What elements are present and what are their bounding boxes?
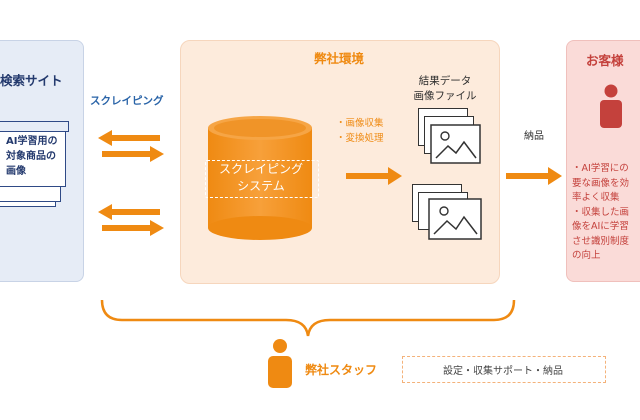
benefit-line: 像をAIに学習	[572, 221, 629, 232]
scraping-label: スクレイピング	[90, 95, 164, 107]
document-titlebar	[0, 121, 69, 132]
process-item: ・変換処理	[336, 133, 384, 144]
result-data-label: 結果データ 画像ファイル	[398, 74, 492, 104]
customer-panel	[566, 40, 640, 282]
system-label-frame	[205, 160, 319, 198]
bidirectional-arrow-icon	[98, 204, 164, 236]
image-file-icon	[430, 124, 481, 164]
benefit-line: 率よく収集	[572, 192, 620, 203]
benefit-line: ・AI学習にの	[572, 163, 629, 174]
result-label-line: 結果データ	[418, 75, 472, 87]
system-label-line: スクレイピング	[218, 162, 303, 176]
customer-benefits: ・AI学習にの 要な画像を効 率よく収集 ・収集した画 像をAIに学習 させ識別…	[572, 162, 629, 264]
company-environment-title: 弊社環境	[313, 51, 364, 66]
staff-tasks-box	[402, 356, 606, 383]
staff-label: 弊社スタッフ	[305, 363, 378, 377]
scraping-system-label: スクレイピング システム	[205, 161, 317, 195]
document-text-line: 対象商品の	[6, 151, 56, 162]
curly-brace-icon	[100, 299, 516, 337]
customer-title: お客様	[586, 53, 624, 68]
staff-tasks: 設定・収集サポート・納品	[443, 366, 563, 377]
system-label-line: システム	[237, 179, 285, 193]
process-list: ・画像収集 ・変換処理	[336, 116, 384, 146]
database-cylinder-icon	[208, 116, 312, 240]
benefit-line: の向上	[572, 250, 601, 261]
benefit-line: 要な画像を効	[572, 177, 630, 189]
right-arrow-icon	[506, 167, 562, 185]
search-site-title: 検索サイト	[0, 73, 63, 88]
benefit-line: ・収集した画	[572, 206, 630, 218]
result-label-line: 画像ファイル	[413, 90, 477, 102]
right-arrow-icon	[346, 167, 402, 185]
image-file-icon	[428, 198, 482, 240]
process-item: ・画像収集	[336, 118, 384, 129]
document-text-line: 画像	[6, 166, 26, 177]
document-text: AI学習用の 対象商品の 画像	[6, 134, 57, 179]
document-text-line: AI学習用の	[6, 136, 58, 147]
benefit-line: させ識別制度	[572, 235, 630, 247]
staff-person-icon	[268, 339, 292, 388]
delivery-label: 納品	[524, 131, 544, 142]
bidirectional-arrow-icon	[98, 130, 164, 162]
document-icon	[0, 121, 66, 187]
customer-person-icon	[600, 84, 622, 128]
